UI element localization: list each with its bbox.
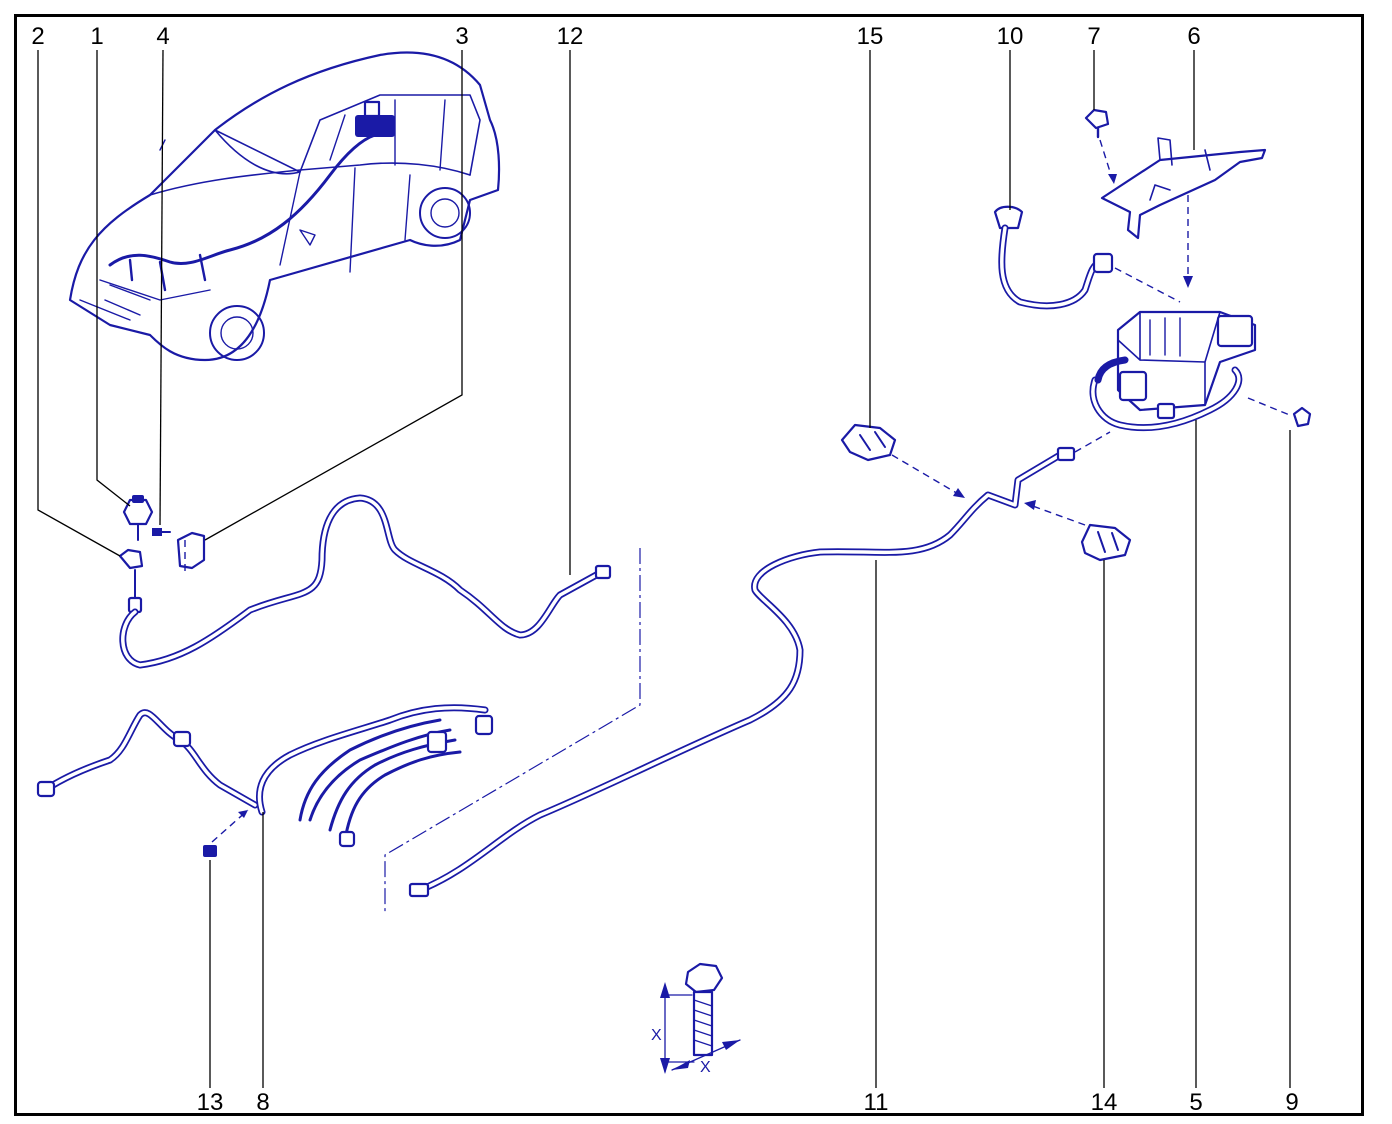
- bolt-9: [1292, 406, 1312, 428]
- dimension-label-x-diagonal: X: [700, 1059, 711, 1076]
- callout-14: 14: [1091, 1089, 1118, 1116]
- callout-9: 9: [1285, 1089, 1298, 1116]
- callout-5: 5: [1189, 1089, 1202, 1116]
- bracket-6: [1100, 137, 1267, 240]
- engine-harness-8: [36, 704, 494, 857]
- hose-10: [993, 205, 1181, 310]
- canister-5: [1089, 310, 1293, 432]
- callout-13: 13: [197, 1089, 224, 1116]
- callout-3: 3: [455, 23, 468, 50]
- callout-12: 12: [557, 23, 584, 50]
- callout-15: 15: [857, 23, 884, 50]
- vehicle-illustration: [68, 51, 501, 362]
- diagram-frame: [14, 14, 1364, 1116]
- leader-lines: [37, 49, 1291, 1088]
- dimension-label-x-vertical: X: [651, 1027, 662, 1044]
- bolt-dimension-detail: X X: [651, 962, 741, 1076]
- callout-2: 2: [31, 23, 44, 50]
- front-connector-group: [118, 495, 206, 614]
- callout-4: 4: [156, 23, 169, 50]
- clip-15: [840, 423, 965, 498]
- hose-11: [408, 446, 1076, 898]
- callout-6: 6: [1187, 23, 1200, 50]
- continuation-line: [384, 548, 641, 915]
- callout-10: 10: [997, 23, 1024, 50]
- clip-14: [1024, 500, 1132, 562]
- callout-1: 1: [90, 23, 103, 50]
- callout-11: 11: [864, 1089, 889, 1116]
- callout-labels: 2 1 4 3 12 15 10 7 6 13 8 11 14 5 9: [31, 23, 1298, 1116]
- bolt-7: [1084, 108, 1117, 184]
- callout-7: 7: [1087, 23, 1100, 50]
- callout-8: 8: [256, 1089, 269, 1116]
- hose-12: [119, 494, 612, 669]
- hose-to-canister-line: [1074, 431, 1111, 453]
